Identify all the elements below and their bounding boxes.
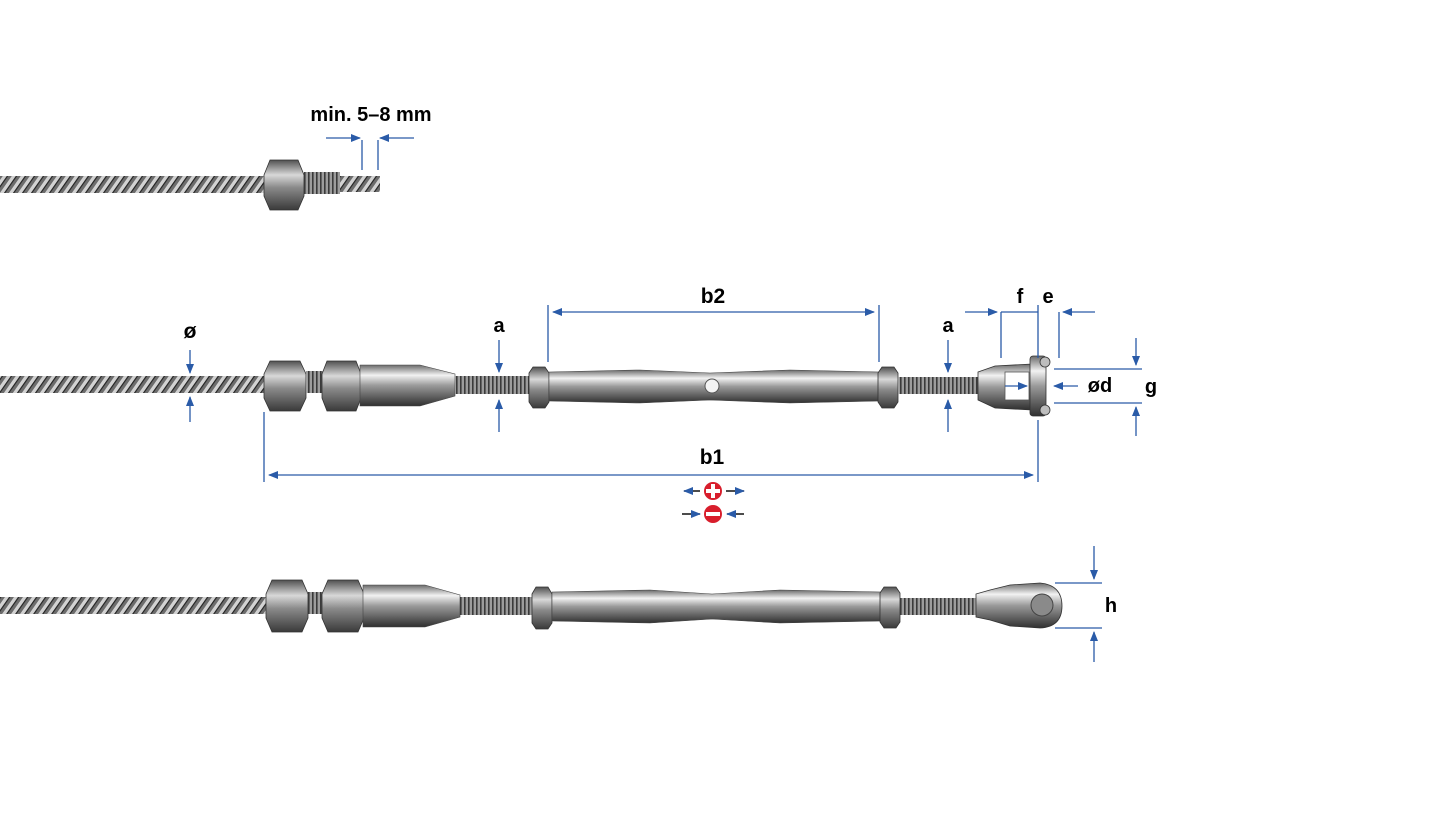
lock-nut-right-middle: [877, 366, 899, 409]
fork-pin-head-top: [1039, 356, 1051, 368]
hex-nut-middle-1: [263, 360, 307, 412]
tapered-sleeve-bottom: [362, 584, 461, 628]
lock-nut-left-middle: [528, 366, 550, 409]
wire-rope-bottom: [0, 597, 272, 614]
a-right-dimension: a: [942, 315, 954, 432]
threaded-rod-left-middle: [455, 376, 533, 394]
body-hole-middle: [704, 378, 720, 394]
g-label: g: [1145, 376, 1157, 398]
thread-short-bottom: [308, 592, 326, 614]
a-left-label: a: [493, 315, 505, 337]
wire-rope-top: [0, 176, 268, 193]
wire-diameter-label: ø: [184, 320, 197, 343]
loosen-minus-icon: [682, 505, 744, 523]
threaded-rod-right-middle: [898, 377, 980, 394]
threaded-rod-left-bottom: [460, 597, 536, 615]
wire-rope-middle: [0, 376, 268, 393]
pin-diameter-dimension: ød: [1005, 375, 1112, 397]
wire-end-assembly: [0, 159, 380, 211]
h-dimension: h: [1055, 546, 1117, 662]
a-right-label: a: [942, 315, 954, 337]
swage-hex-nut-top: [263, 159, 305, 211]
hex-nut-middle-2: [321, 360, 362, 412]
gap-dimension: min. 5–8 mm: [310, 104, 432, 170]
lock-nut-left-bottom: [531, 586, 553, 630]
threaded-rod-right-bottom: [900, 598, 980, 615]
turnbuckle-body-bottom: [551, 589, 883, 624]
b1-dimension: b1: [263, 412, 1039, 482]
threaded-sleeve-top: [304, 172, 340, 194]
turnbuckle-eye-assembly: [0, 579, 1063, 633]
fork-pin-head-bottom: [1039, 404, 1051, 416]
gap-label: min. 5–8 mm: [310, 104, 431, 126]
wire-diameter-dimension: ø: [184, 320, 197, 422]
lock-nut-right-bottom: [879, 586, 901, 629]
a-left-dimension: a: [493, 315, 505, 432]
hex-nut-bottom-1: [265, 579, 309, 633]
f-label: f: [1017, 286, 1024, 308]
h-label: h: [1105, 595, 1117, 617]
pin-diameter-label: ød: [1088, 375, 1112, 397]
hex-nut-bottom-2: [321, 579, 365, 633]
e-label: e: [1042, 286, 1053, 308]
tighten-plus-icon: [683, 482, 745, 500]
tapered-sleeve-middle: [359, 364, 456, 407]
wire-tip-top: [340, 176, 380, 192]
turnbuckle-fork-assembly: [0, 355, 1051, 417]
b1-label: b1: [700, 446, 725, 469]
f-e-dimension: f e: [965, 286, 1095, 358]
thread-short-middle: [306, 371, 324, 393]
b2-dimension: b2: [547, 285, 880, 362]
eye-hole-bottom: [1030, 593, 1054, 617]
b2-label: b2: [701, 285, 726, 308]
g-dimension: g: [1054, 338, 1157, 436]
